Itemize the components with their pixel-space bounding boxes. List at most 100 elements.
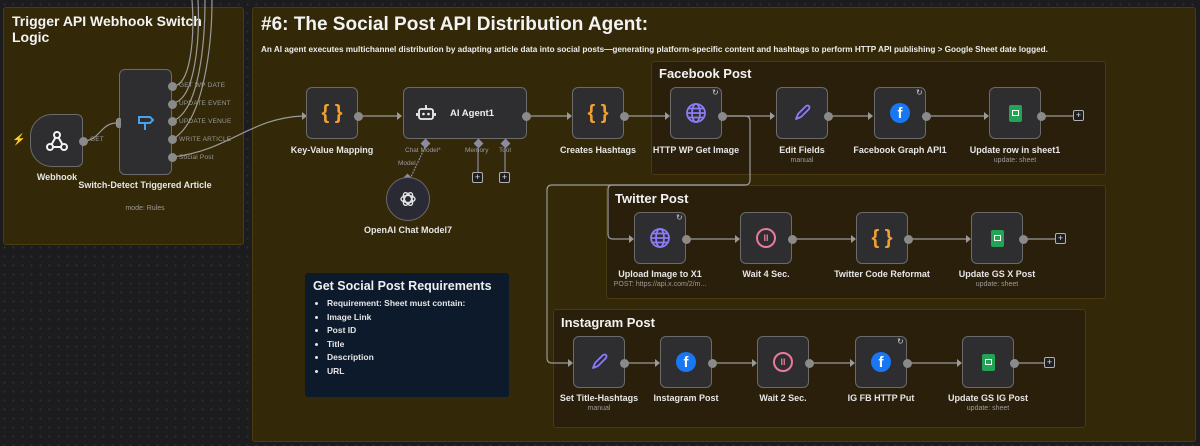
openai-model-port-label: Model bbox=[398, 160, 416, 167]
tw-upload-sub: POST: https://api.x.com/2/m... bbox=[613, 281, 707, 288]
webhook-node[interactable] bbox=[30, 114, 83, 167]
tw-sheet-output-port[interactable] bbox=[1019, 235, 1028, 244]
ig-put-label: IG FB HTTP Put bbox=[847, 393, 915, 403]
switch-output-port-4[interactable] bbox=[168, 135, 177, 144]
switch-output-label-1: GET WP DATE bbox=[179, 82, 226, 89]
update-gs-ig-post-node[interactable] bbox=[962, 336, 1014, 388]
fb-image-output-port[interactable] bbox=[718, 112, 727, 121]
agent-output-port[interactable] bbox=[522, 112, 531, 121]
edit-fields-node[interactable] bbox=[776, 87, 828, 139]
hashtags-label: Creates Hashtags bbox=[559, 145, 637, 155]
switch-sub: mode: Rules bbox=[125, 205, 165, 212]
note-item: Title bbox=[327, 338, 501, 352]
openai-chat-model-node[interactable] bbox=[386, 177, 430, 221]
google-sheets-icon bbox=[1008, 104, 1022, 122]
switch-label: Switch-Detect Triggered Article bbox=[78, 180, 212, 190]
tw-upload-label: Upload Image to X1 bbox=[618, 269, 702, 279]
kv-output-port[interactable] bbox=[354, 112, 363, 121]
ig-set-sub: manual bbox=[587, 405, 611, 412]
update-gs-x-post-node[interactable] bbox=[971, 212, 1023, 264]
webhook-label: Webhook bbox=[36, 172, 78, 182]
ig-sheet-output-port[interactable] bbox=[1010, 359, 1019, 368]
facebook-icon: f bbox=[676, 352, 696, 372]
wait-4-sec-node[interactable]: II bbox=[740, 212, 792, 264]
key-value-mapping-node[interactable]: { } bbox=[306, 87, 358, 139]
ig-set-output-port[interactable] bbox=[620, 359, 629, 368]
twitter-group-title: Twitter Post bbox=[615, 191, 689, 206]
wire-switch-updateevent bbox=[172, 0, 199, 104]
switch-output-port-1[interactable] bbox=[168, 82, 177, 91]
hashtags-output-port[interactable] bbox=[620, 112, 629, 121]
webhook-output-label: GET bbox=[90, 136, 104, 143]
google-sheets-icon bbox=[981, 353, 995, 371]
note-item: Description bbox=[327, 351, 501, 365]
set-title-hashtags-node[interactable] bbox=[573, 336, 625, 388]
globe-icon bbox=[650, 228, 670, 248]
fb-add-node-button[interactable]: + bbox=[1073, 110, 1084, 121]
ig-fb-http-put-node[interactable]: f bbox=[855, 336, 907, 388]
switch-node[interactable] bbox=[119, 69, 172, 175]
google-sheets-icon bbox=[990, 229, 1004, 247]
ig-wait-label: Wait 2 Sec. bbox=[759, 393, 807, 403]
switch-output-port-2[interactable] bbox=[168, 100, 177, 109]
switch-output-label-3: UPDATE VENUE bbox=[179, 118, 232, 125]
ig-put-output-port[interactable] bbox=[903, 359, 912, 368]
ig-wait-output-port[interactable] bbox=[805, 359, 814, 368]
facebook-icon: f bbox=[890, 103, 910, 123]
robot-icon bbox=[416, 105, 436, 120]
twitter-code-reformat-node[interactable]: { } bbox=[856, 212, 908, 264]
main-group-description: An AI agent executes multichannel distri… bbox=[261, 45, 1048, 54]
fb-sheet-label: Update row in sheet1 bbox=[969, 145, 1061, 155]
signpost-icon bbox=[137, 116, 154, 130]
switch-output-port-5[interactable] bbox=[168, 153, 177, 162]
creates-hashtags-node[interactable]: { } bbox=[572, 87, 624, 139]
note-item: URL bbox=[327, 365, 501, 379]
tw-code-label: Twitter Code Reformat bbox=[834, 269, 930, 279]
tw-sheet-sub: update: sheet bbox=[975, 281, 1019, 288]
tw-wait-output-port[interactable] bbox=[788, 235, 797, 244]
note-title: Get Social Post Requirements bbox=[313, 279, 492, 293]
switch-input-port[interactable] bbox=[117, 118, 121, 128]
edit-fields-output-port[interactable] bbox=[824, 112, 833, 121]
kv-label: Key-Value Mapping bbox=[290, 145, 374, 155]
switch-output-port-3[interactable] bbox=[168, 117, 177, 126]
note-item: Post ID bbox=[327, 324, 501, 338]
note-item: Image Link bbox=[327, 311, 501, 325]
add-tool-button[interactable]: + bbox=[499, 172, 510, 183]
edit-fields-label: Edit Fields bbox=[779, 145, 825, 155]
ig-add-node-button[interactable]: + bbox=[1044, 357, 1055, 368]
ig-sheet-sub: update: sheet bbox=[966, 405, 1010, 412]
requirements-note[interactable]: Get Social Post Requirements Requirement… bbox=[305, 273, 509, 397]
facebook-graph-api-node[interactable]: f bbox=[874, 87, 926, 139]
fb-graph-label: Facebook Graph API1 bbox=[853, 145, 947, 155]
ig-sheet-label: Update GS IG Post bbox=[947, 393, 1028, 403]
pencil-icon bbox=[795, 104, 811, 120]
tw-add-node-button[interactable]: + bbox=[1055, 233, 1066, 244]
http-wp-get-image-node[interactable] bbox=[670, 87, 722, 139]
trigger-group-title: Trigger API Webhook Switch Logic bbox=[12, 13, 202, 45]
instagram-post-node[interactable]: f bbox=[660, 336, 712, 388]
add-memory-button[interactable]: + bbox=[472, 172, 483, 183]
pencil-icon bbox=[592, 353, 608, 369]
globe-icon bbox=[686, 103, 706, 123]
tw-code-output-port[interactable] bbox=[904, 235, 913, 244]
switch-output-label-5: Social Post bbox=[179, 154, 214, 161]
pause-icon: II bbox=[756, 228, 776, 248]
fb-image-label: HTTP WP Get Image bbox=[652, 145, 740, 155]
fb-graph-output-port[interactable] bbox=[922, 112, 931, 121]
agent-memory-label: Memory bbox=[465, 147, 489, 154]
ai-agent-node[interactable]: AI Agent1 bbox=[403, 87, 527, 139]
wire-fbimage-instagram bbox=[546, 184, 745, 364]
webhook-output-port[interactable] bbox=[79, 137, 88, 146]
tw-upload-output-port[interactable] bbox=[682, 235, 691, 244]
wait-2-sec-node[interactable]: II bbox=[757, 336, 809, 388]
fb-sheet-output-port[interactable] bbox=[1037, 112, 1046, 121]
retry-icon: ↻ bbox=[897, 337, 904, 346]
tw-wait-label: Wait 4 Sec. bbox=[742, 269, 790, 279]
trigger-bolt-icon: ⚡ bbox=[12, 134, 26, 146]
update-row-in-sheet-node[interactable] bbox=[989, 87, 1041, 139]
switch-output-label-2: UPDATE EVENT bbox=[179, 100, 231, 107]
fb-sheet-sub: update: sheet bbox=[993, 157, 1037, 164]
code-braces-icon: { } bbox=[321, 101, 343, 124]
ig-post-output-port[interactable] bbox=[708, 359, 717, 368]
